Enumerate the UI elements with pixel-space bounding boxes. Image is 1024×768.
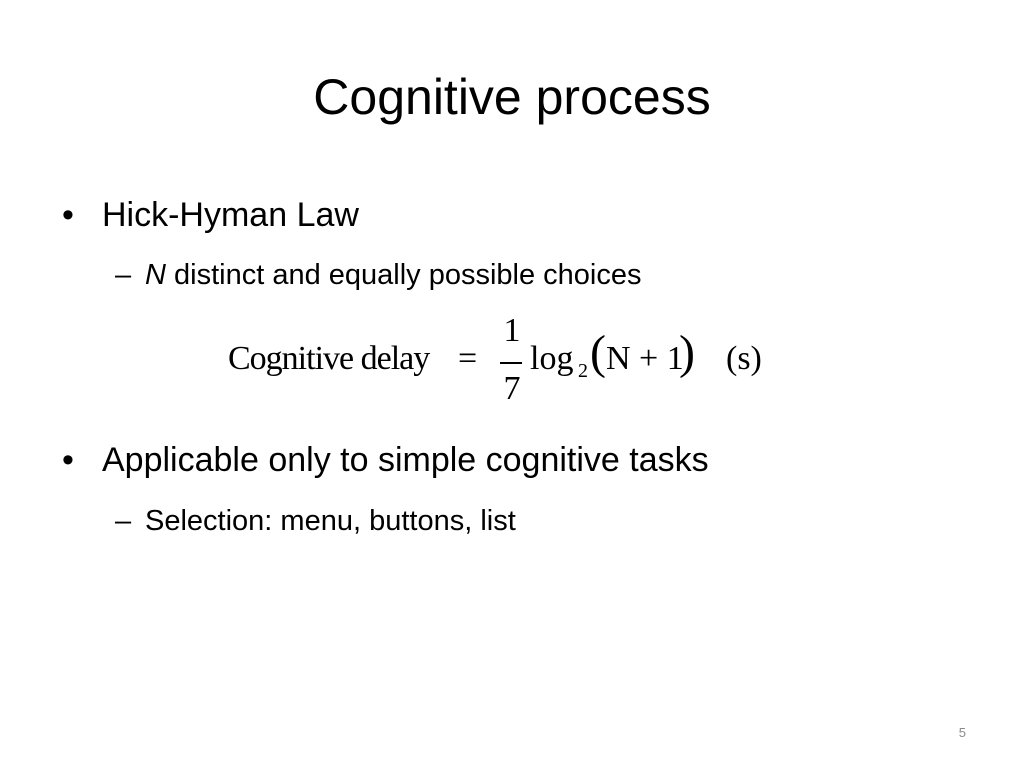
fraction-bar <box>500 362 522 364</box>
formula-left-paren: ( <box>590 326 606 379</box>
fraction-numerator: 1 <box>503 312 521 349</box>
formula-equals: = <box>458 340 478 377</box>
subbullet-choices: – N distinct and equally possible choice… <box>115 258 815 292</box>
formula-log-base: 2 <box>578 360 588 382</box>
formula-fraction: 1 7 <box>498 312 526 412</box>
subbullet-text-rest: distinct and equally possible choices <box>165 259 642 291</box>
page-number: 5 <box>958 725 966 740</box>
formula-log: log <box>530 340 574 377</box>
bullet-text: Applicable only to simple cognitive task… <box>102 441 709 479</box>
bullet-marker: • <box>62 196 74 234</box>
variable-n: N <box>145 259 166 291</box>
formula-argument: N + 1 <box>606 340 684 377</box>
subbullet-text: Selection: menu, buttons, list <box>145 505 516 537</box>
slide-title: Cognitive process <box>313 69 711 125</box>
bullet-text: Hick-Hyman Law <box>102 196 359 234</box>
subbullet-marker: – <box>115 259 132 291</box>
subbullet-selection: – Selection: menu, buttons, list <box>115 504 815 538</box>
bullet-marker: • <box>62 441 74 479</box>
fraction-denominator: 7 <box>503 370 521 407</box>
subbullet-text: N distinct and equally possible choices <box>145 258 642 292</box>
formula-lhs: Cognitive delay <box>228 340 430 377</box>
bullet-hick-hyman: • Hick-Hyman Law <box>62 195 762 235</box>
cognitive-delay-formula: Cognitive delay = 1 7 log 2 ( N + 1 ) (s… <box>228 312 788 412</box>
bullet-applicable: • Applicable only to simple cognitive ta… <box>62 440 962 480</box>
formula-unit: (s) <box>726 340 762 377</box>
subbullet-marker: – <box>115 505 132 537</box>
formula-right-paren: ) <box>679 326 695 379</box>
